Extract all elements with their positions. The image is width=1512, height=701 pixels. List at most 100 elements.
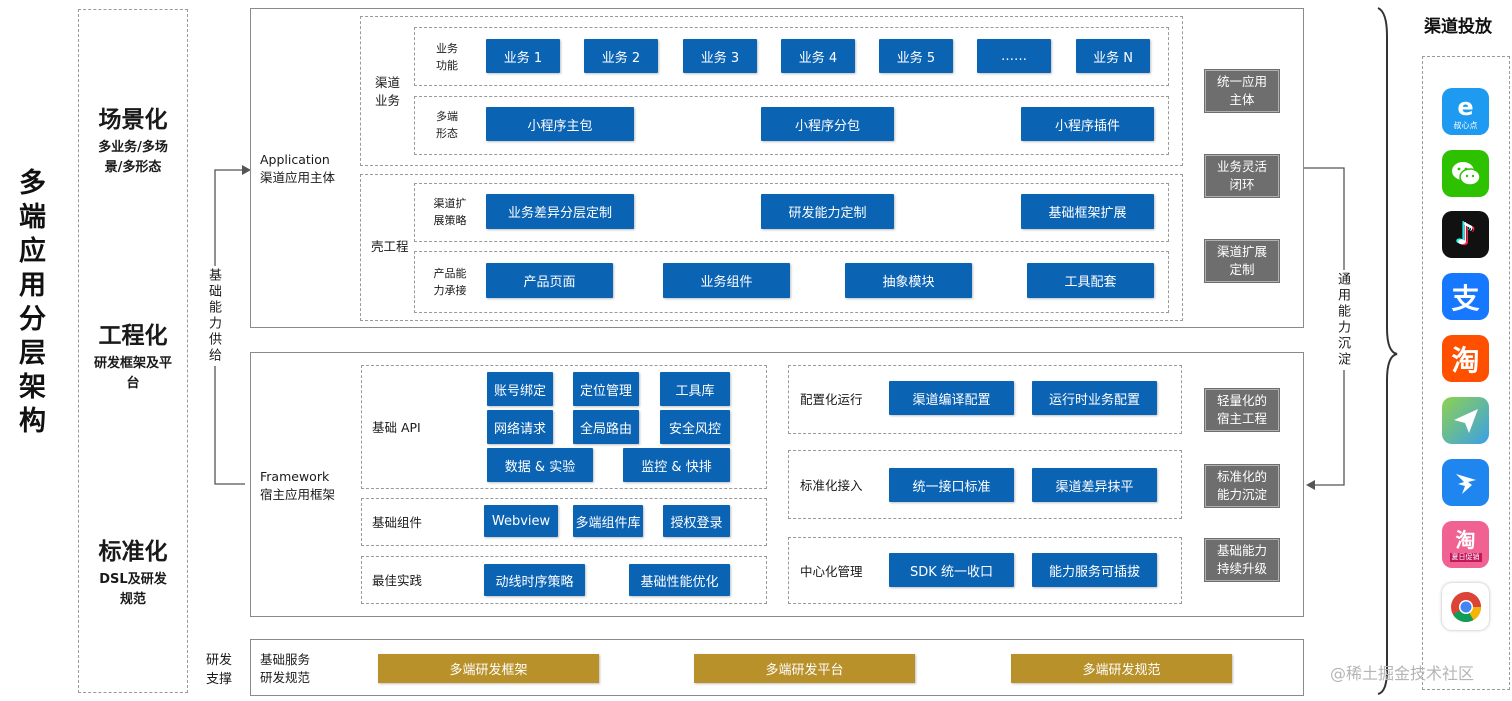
access-item-button[interactable]: 渠道差异抹平 — [1032, 468, 1157, 502]
business-item-button[interactable]: 业务 3 — [683, 39, 757, 73]
rd-standard-bar: 多端研发规范 — [1011, 654, 1232, 683]
practice-item-button[interactable]: 基础性能优化 — [629, 564, 730, 596]
left-column — [78, 9, 188, 693]
shell-label: 壳工程 — [371, 239, 409, 254]
lightweight-host-box: 轻量化的宿主工程 — [1204, 388, 1280, 432]
taobao-special-icon[interactable]: 淘 夏日促销 — [1442, 521, 1489, 568]
best-practice-label: 最佳实践 — [372, 573, 423, 588]
left-item-title: 标准化 — [98, 539, 168, 565]
standard-access-label: 标准化接入 — [800, 478, 863, 493]
basic-service-label-2: 研发规范 — [260, 670, 311, 685]
business-item-button[interactable]: …… — [977, 39, 1051, 73]
basic-service-label-1: 基础服务 — [260, 652, 311, 667]
dingtalk-icon[interactable] — [1442, 459, 1489, 506]
config-item-button[interactable]: 渠道编译配置 — [889, 381, 1014, 415]
component-item-button[interactable]: 授权登录 — [663, 505, 730, 537]
standard-capability-box: 标准化的能力沉淀 — [1204, 464, 1280, 508]
capability-upgrade-box: 基础能力持续升级 — [1204, 538, 1280, 582]
standard-access-section — [788, 450, 1182, 519]
product-capability-row — [414, 251, 1169, 313]
channel-app-list — [1422, 56, 1510, 690]
api-item-button[interactable]: 账号绑定 — [487, 372, 553, 406]
application-label-cn: 渠道应用主体 — [260, 170, 336, 185]
extend-item-button[interactable]: 研发能力定制 — [761, 194, 894, 229]
extend-item-button[interactable]: 基础框架扩展 — [1021, 194, 1154, 229]
extend-item-button[interactable]: 业务差异分层定制 — [486, 194, 634, 229]
left-item-desc: 研发框架及平台 — [94, 356, 173, 391]
business-item-button[interactable]: 业务 5 — [879, 39, 953, 73]
application-label: Application 渠道应用主体 — [260, 151, 335, 187]
multi-form-row — [414, 96, 1169, 155]
api-item-button[interactable]: 监控 & 快排 — [623, 448, 730, 482]
multi-form-label: 多端形态 — [436, 110, 458, 140]
channel-extend-label: 渠道扩展策略 — [433, 197, 467, 227]
eleme-caption: 叔心点 — [1453, 121, 1478, 130]
unified-app-body-box: 统一应用主体 — [1204, 69, 1280, 113]
api-item-button[interactable]: 定位管理 — [573, 372, 639, 406]
component-item-button[interactable]: Webview — [484, 505, 558, 537]
center-manage-label: 中心化管理 — [800, 564, 863, 579]
api-item-button[interactable]: 全局路由 — [573, 410, 639, 444]
config-item-button[interactable]: 运行时业务配置 — [1032, 381, 1157, 415]
left-item-engineering: 工程化 研发框架及平台 — [82, 320, 184, 394]
manage-item-button[interactable]: SDK 统一收口 — [889, 553, 1014, 587]
form-item-button[interactable]: 小程序主包 — [486, 107, 634, 141]
rd-support-label: 研发支撑 — [206, 653, 233, 687]
rd-platform-bar: 多端研发平台 — [694, 654, 915, 683]
manage-item-button[interactable]: 能力服务可插拔 — [1032, 553, 1157, 587]
best-practice-section — [361, 556, 767, 604]
application-label-en: Application — [260, 152, 330, 167]
config-run-label: 配置化运行 — [800, 392, 863, 407]
basic-api-label: 基础 API — [372, 420, 421, 435]
api-item-button[interactable]: 数据 & 实验 — [487, 448, 593, 482]
api-item-button[interactable]: 工具库 — [660, 372, 730, 406]
douyin-icon[interactable]: ♪ — [1442, 211, 1489, 258]
amap-icon[interactable] — [1442, 397, 1489, 444]
product-capability-label: 产品能力承接 — [433, 267, 467, 297]
business-function-label: 业务功能 — [436, 42, 458, 72]
channel-extend-row — [414, 183, 1169, 242]
framework-label: Framework 宿主应用框架 — [260, 468, 335, 504]
basic-service-label: 基础服务 研发规范 — [260, 651, 310, 687]
business-item-button[interactable]: 业务 4 — [781, 39, 855, 73]
product-item-button[interactable]: 抽象模块 — [845, 263, 972, 298]
business-item-button[interactable]: 业务 N — [1076, 39, 1150, 73]
left-item-scenario: 场景化 多业务/多场景/多形态 — [82, 104, 184, 178]
business-item-button[interactable]: 业务 1 — [486, 39, 560, 73]
wechat-icon[interactable] — [1442, 150, 1489, 197]
left-item-title: 工程化 — [98, 323, 168, 349]
component-item-button[interactable]: 多端组件库 — [573, 505, 643, 537]
main-title: 多端应用分层架构 — [14, 168, 45, 440]
business-item-button[interactable]: 业务 2 — [584, 39, 658, 73]
api-item-button[interactable]: 网络请求 — [487, 410, 553, 444]
eleme-icon[interactable]: e 叔心点 — [1442, 88, 1489, 135]
product-item-button[interactable]: 工具配套 — [1027, 263, 1154, 298]
practice-item-button[interactable]: 动线时序策略 — [484, 564, 585, 596]
basic-components-label: 基础组件 — [372, 515, 423, 530]
business-function-row — [414, 27, 1169, 86]
common-capability-label: 通用能力沉淀 — [1333, 270, 1352, 370]
api-item-button[interactable]: 安全风控 — [660, 410, 730, 444]
form-item-button[interactable]: 小程序分包 — [761, 107, 894, 141]
product-item-button[interactable]: 业务组件 — [663, 263, 790, 298]
channel-delivery-title: 渠道投放 — [1424, 17, 1492, 37]
basic-components-section — [361, 498, 767, 546]
form-item-button[interactable]: 小程序插件 — [1021, 107, 1154, 141]
channel-extend-custom-box: 渠道扩展定制 — [1204, 239, 1280, 283]
framework-label-en: Framework — [260, 469, 330, 484]
center-manage-section — [788, 537, 1182, 604]
taobao-special-caption: 夏日促销 — [1449, 553, 1482, 562]
product-item-button[interactable]: 产品页面 — [486, 263, 613, 298]
framework-label-cn: 宿主应用框架 — [260, 487, 336, 502]
basic-api-section — [361, 365, 767, 489]
right-brace — [1377, 7, 1398, 695]
chrome-icon[interactable] — [1442, 583, 1489, 630]
taobao-icon[interactable]: 淘 — [1442, 335, 1489, 382]
rd-framework-bar: 多端研发框架 — [378, 654, 599, 683]
config-run-section — [788, 365, 1182, 434]
access-item-button[interactable]: 统一接口标准 — [889, 468, 1014, 502]
watermark: @稀土掘金技术社区 — [1330, 664, 1475, 683]
alipay-icon[interactable]: 支 — [1442, 273, 1489, 320]
business-closed-loop-box: 业务灵活闭环 — [1204, 154, 1280, 198]
supply-arrow-label: 基础能力供给 — [204, 266, 223, 366]
